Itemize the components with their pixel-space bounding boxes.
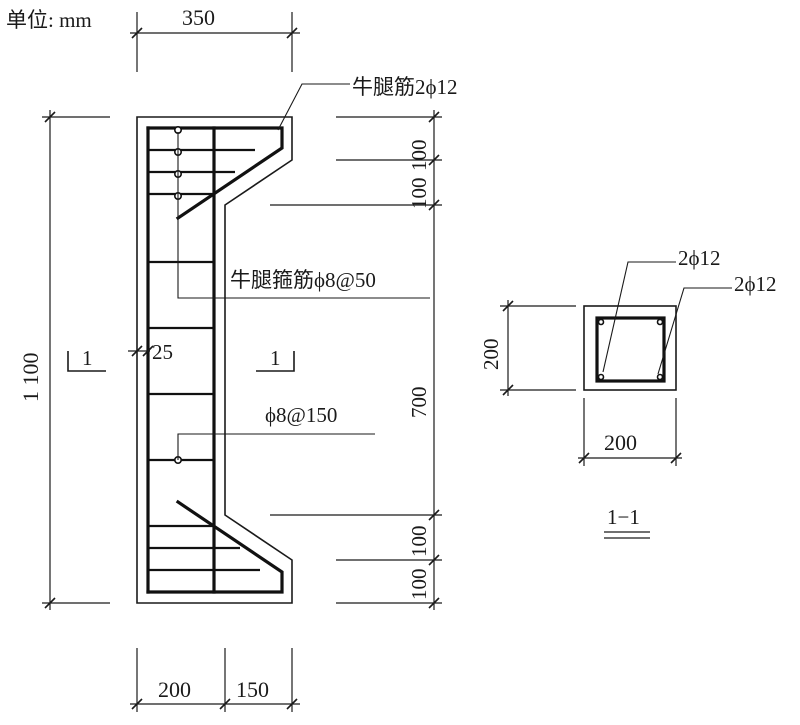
- unit-label: 单位: mm: [6, 8, 92, 32]
- section-height-value: 200: [479, 339, 503, 371]
- bottom-width-dimensions: 200 150: [130, 648, 300, 712]
- seg-bottom-2: 100: [407, 569, 431, 601]
- bottom-corbel-bar: [146, 499, 284, 594]
- top-width-value: 350: [182, 5, 215, 30]
- seg-middle: 700: [407, 387, 431, 419]
- right-segment-dimensions: 100 100 700 100 100: [270, 110, 442, 610]
- corbel-stirrups-label: 牛腿箍筋ϕ8@50: [230, 268, 376, 292]
- cover-dimension: 25: [128, 340, 173, 364]
- total-height-value: 1 100: [18, 353, 43, 403]
- corbel-stirrups-top: [148, 148, 255, 196]
- corbel-bars-label: 牛腿筋2ϕ12: [352, 75, 458, 99]
- corbel-stirrups-bottom: [148, 524, 260, 572]
- section-mark-right: 1: [256, 346, 295, 372]
- seg-top-1: 100: [407, 140, 431, 172]
- total-height-dimension: 1 100: [18, 110, 110, 610]
- seg-top-2: 100: [407, 178, 431, 210]
- section-mark-left: 1: [67, 346, 106, 372]
- section-bars-bottom-label: 2ϕ12: [734, 272, 777, 296]
- svg-text:1: 1: [270, 346, 281, 370]
- corbel-bars-leader: 牛腿筋2ϕ12: [277, 75, 458, 131]
- stirrups-label: ϕ8@150: [265, 403, 337, 427]
- top-width-dimension: 350: [130, 5, 300, 72]
- section-title: 1−1: [607, 505, 640, 529]
- bottom-width-right: 150: [236, 677, 269, 702]
- corbel-stirrups-leader: 牛腿箍筋ϕ8@50: [177, 132, 430, 299]
- section-bars-top-label: 2ϕ12: [678, 246, 721, 270]
- svg-text:1: 1: [82, 346, 93, 370]
- column-outline: [136, 116, 293, 604]
- section-width-value: 200: [604, 430, 637, 455]
- top-corbel-bar: [146, 126, 284, 221]
- section-1-1: 2ϕ12 2ϕ12 200 200 1−1: [479, 246, 777, 539]
- cover-value: 25: [152, 340, 173, 364]
- seg-bottom-1: 100: [407, 526, 431, 558]
- stirrups-leader: ϕ8@150: [177, 403, 375, 460]
- bottom-width-left: 200: [158, 677, 191, 702]
